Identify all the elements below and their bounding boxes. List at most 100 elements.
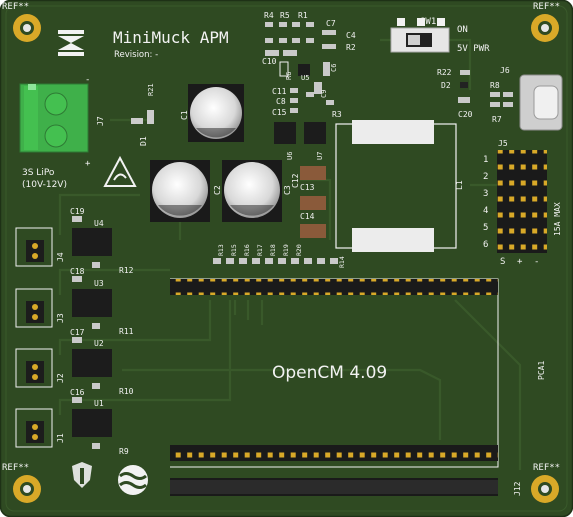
channel-2 <box>15 337 112 389</box>
svg-text:5: 5 <box>483 223 488 233</box>
servo-plus-label: + <box>517 257 523 267</box>
servo-header[interactable] <box>497 150 547 253</box>
label-voltage-range: (10V-12V) <box>22 180 67 190</box>
label-r11: R11 <box>119 327 134 336</box>
label-r3: R3 <box>332 110 342 119</box>
label-c13: C13 <box>300 183 315 192</box>
label-c16: C16 <box>70 388 85 397</box>
label-r8: R8 <box>490 81 500 90</box>
usb-connector[interactable] <box>519 74 563 131</box>
switch-pwr-label: 5V PWR <box>457 44 490 54</box>
label-battery: 3S LiPo <box>22 168 55 178</box>
resistor-row-labels: R13 R15 R16 R17 R18 R19 R20 R14 <box>217 244 346 268</box>
opencm-label: OpenCM 4.09 <box>272 363 387 383</box>
label-r4: R4 <box>264 11 274 20</box>
label-c2: C2 <box>213 185 222 195</box>
label-r10: R10 <box>119 387 134 396</box>
servo-row-labels: 1 2 3 4 5 6 <box>483 155 488 250</box>
label-c9: C9 <box>320 90 328 98</box>
copper-traces <box>58 38 522 470</box>
label-c12: C12 <box>291 173 300 188</box>
label-u2: U2 <box>94 339 104 348</box>
label-r9: R9 <box>119 447 129 456</box>
label-j1: J1 <box>56 433 65 443</box>
label-c14: C14 <box>300 212 315 221</box>
svg-text:R13: R13 <box>217 244 225 256</box>
power-terminal-block[interactable] <box>19 83 89 153</box>
crest-logo-icon <box>72 462 92 488</box>
label-c15: C15 <box>272 108 287 117</box>
label-j7: J7 <box>96 116 105 126</box>
svg-text:1: 1 <box>483 155 488 165</box>
ref-mark-bottom-right: REF** <box>533 463 560 473</box>
svg-text:2: 2 <box>483 172 488 182</box>
label-r12: R12 <box>119 266 134 275</box>
ref-mark-top-right: REF** <box>533 2 560 12</box>
switch-on-label: ON <box>457 25 468 35</box>
label-r2: R2 <box>346 43 356 52</box>
power-switch[interactable] <box>390 18 450 53</box>
svg-text:R14: R14 <box>338 256 346 268</box>
ic-u6 <box>274 122 296 144</box>
label-c10: C10 <box>262 57 277 66</box>
label-u7: U7 <box>316 152 324 160</box>
label-u6: U6 <box>286 152 294 160</box>
resistor-row <box>213 258 338 264</box>
label-pca1: PCA1 <box>537 361 546 380</box>
servo-max-label: 15A MAX <box>553 202 562 236</box>
label-u3: U3 <box>94 279 104 288</box>
label-u4: U4 <box>94 219 104 228</box>
svg-text:4: 4 <box>483 206 488 216</box>
label-c4: C4 <box>346 31 356 40</box>
svg-text:6: 6 <box>483 240 488 250</box>
capacitor-c1 <box>188 84 244 142</box>
top-passives <box>265 22 336 113</box>
label-c3: C3 <box>283 185 292 195</box>
svg-text:R16: R16 <box>243 244 251 256</box>
svg-text:R15: R15 <box>230 244 238 256</box>
opencm-module <box>170 278 499 496</box>
label-c17: C17 <box>70 328 85 337</box>
ic-u7 <box>304 122 326 144</box>
svg-text:R20: R20 <box>295 244 303 256</box>
label-c18: C18 <box>70 267 85 276</box>
label-c19: C19 <box>70 207 85 216</box>
label-c8: C8 <box>276 97 286 106</box>
wave-logo-icon <box>118 465 148 495</box>
label-j3: J3 <box>56 313 65 323</box>
switch-ref: SW1 <box>420 17 436 27</box>
capacitor-c2 <box>222 160 282 222</box>
label-l1: L1 <box>455 180 464 190</box>
label-r21: R21 <box>147 83 155 96</box>
board-title: MiniMuck APM <box>113 28 229 47</box>
label-r7: R7 <box>492 115 502 124</box>
label-j5: J5 <box>498 139 508 148</box>
channel-3 <box>15 276 112 329</box>
ref-mark-top-left: REF** <box>2 2 29 12</box>
esd-warning-icon <box>103 155 137 187</box>
label-d2: D2 <box>441 81 451 90</box>
label-c7: C7 <box>326 19 336 28</box>
label-d1: D1 <box>139 136 148 146</box>
label-r22: R22 <box>437 68 452 77</box>
label-c11: C11 <box>272 87 287 96</box>
label-terminal-plus: + <box>85 159 91 169</box>
channel-4 <box>15 216 112 268</box>
label-j4: J4 <box>56 252 65 262</box>
channel-1 <box>15 397 112 449</box>
servo-minus-label: - <box>534 257 539 267</box>
label-c20: C20 <box>458 110 473 119</box>
inductor-l1 <box>335 120 457 252</box>
label-u1: U1 <box>94 399 104 408</box>
label-terminal-minus: - <box>85 75 90 85</box>
label-j2: J2 <box>56 373 65 383</box>
minimuck-logo-icon <box>58 30 84 56</box>
label-j12: J12 <box>513 481 522 496</box>
mounting-holes <box>13 14 559 503</box>
ref-mark-bottom-left: REF** <box>2 463 29 473</box>
capacitor-c2-left <box>150 160 210 222</box>
label-r6: R6 <box>285 72 293 80</box>
label-r5: R5 <box>280 11 290 20</box>
label-j6: J6 <box>500 66 510 75</box>
